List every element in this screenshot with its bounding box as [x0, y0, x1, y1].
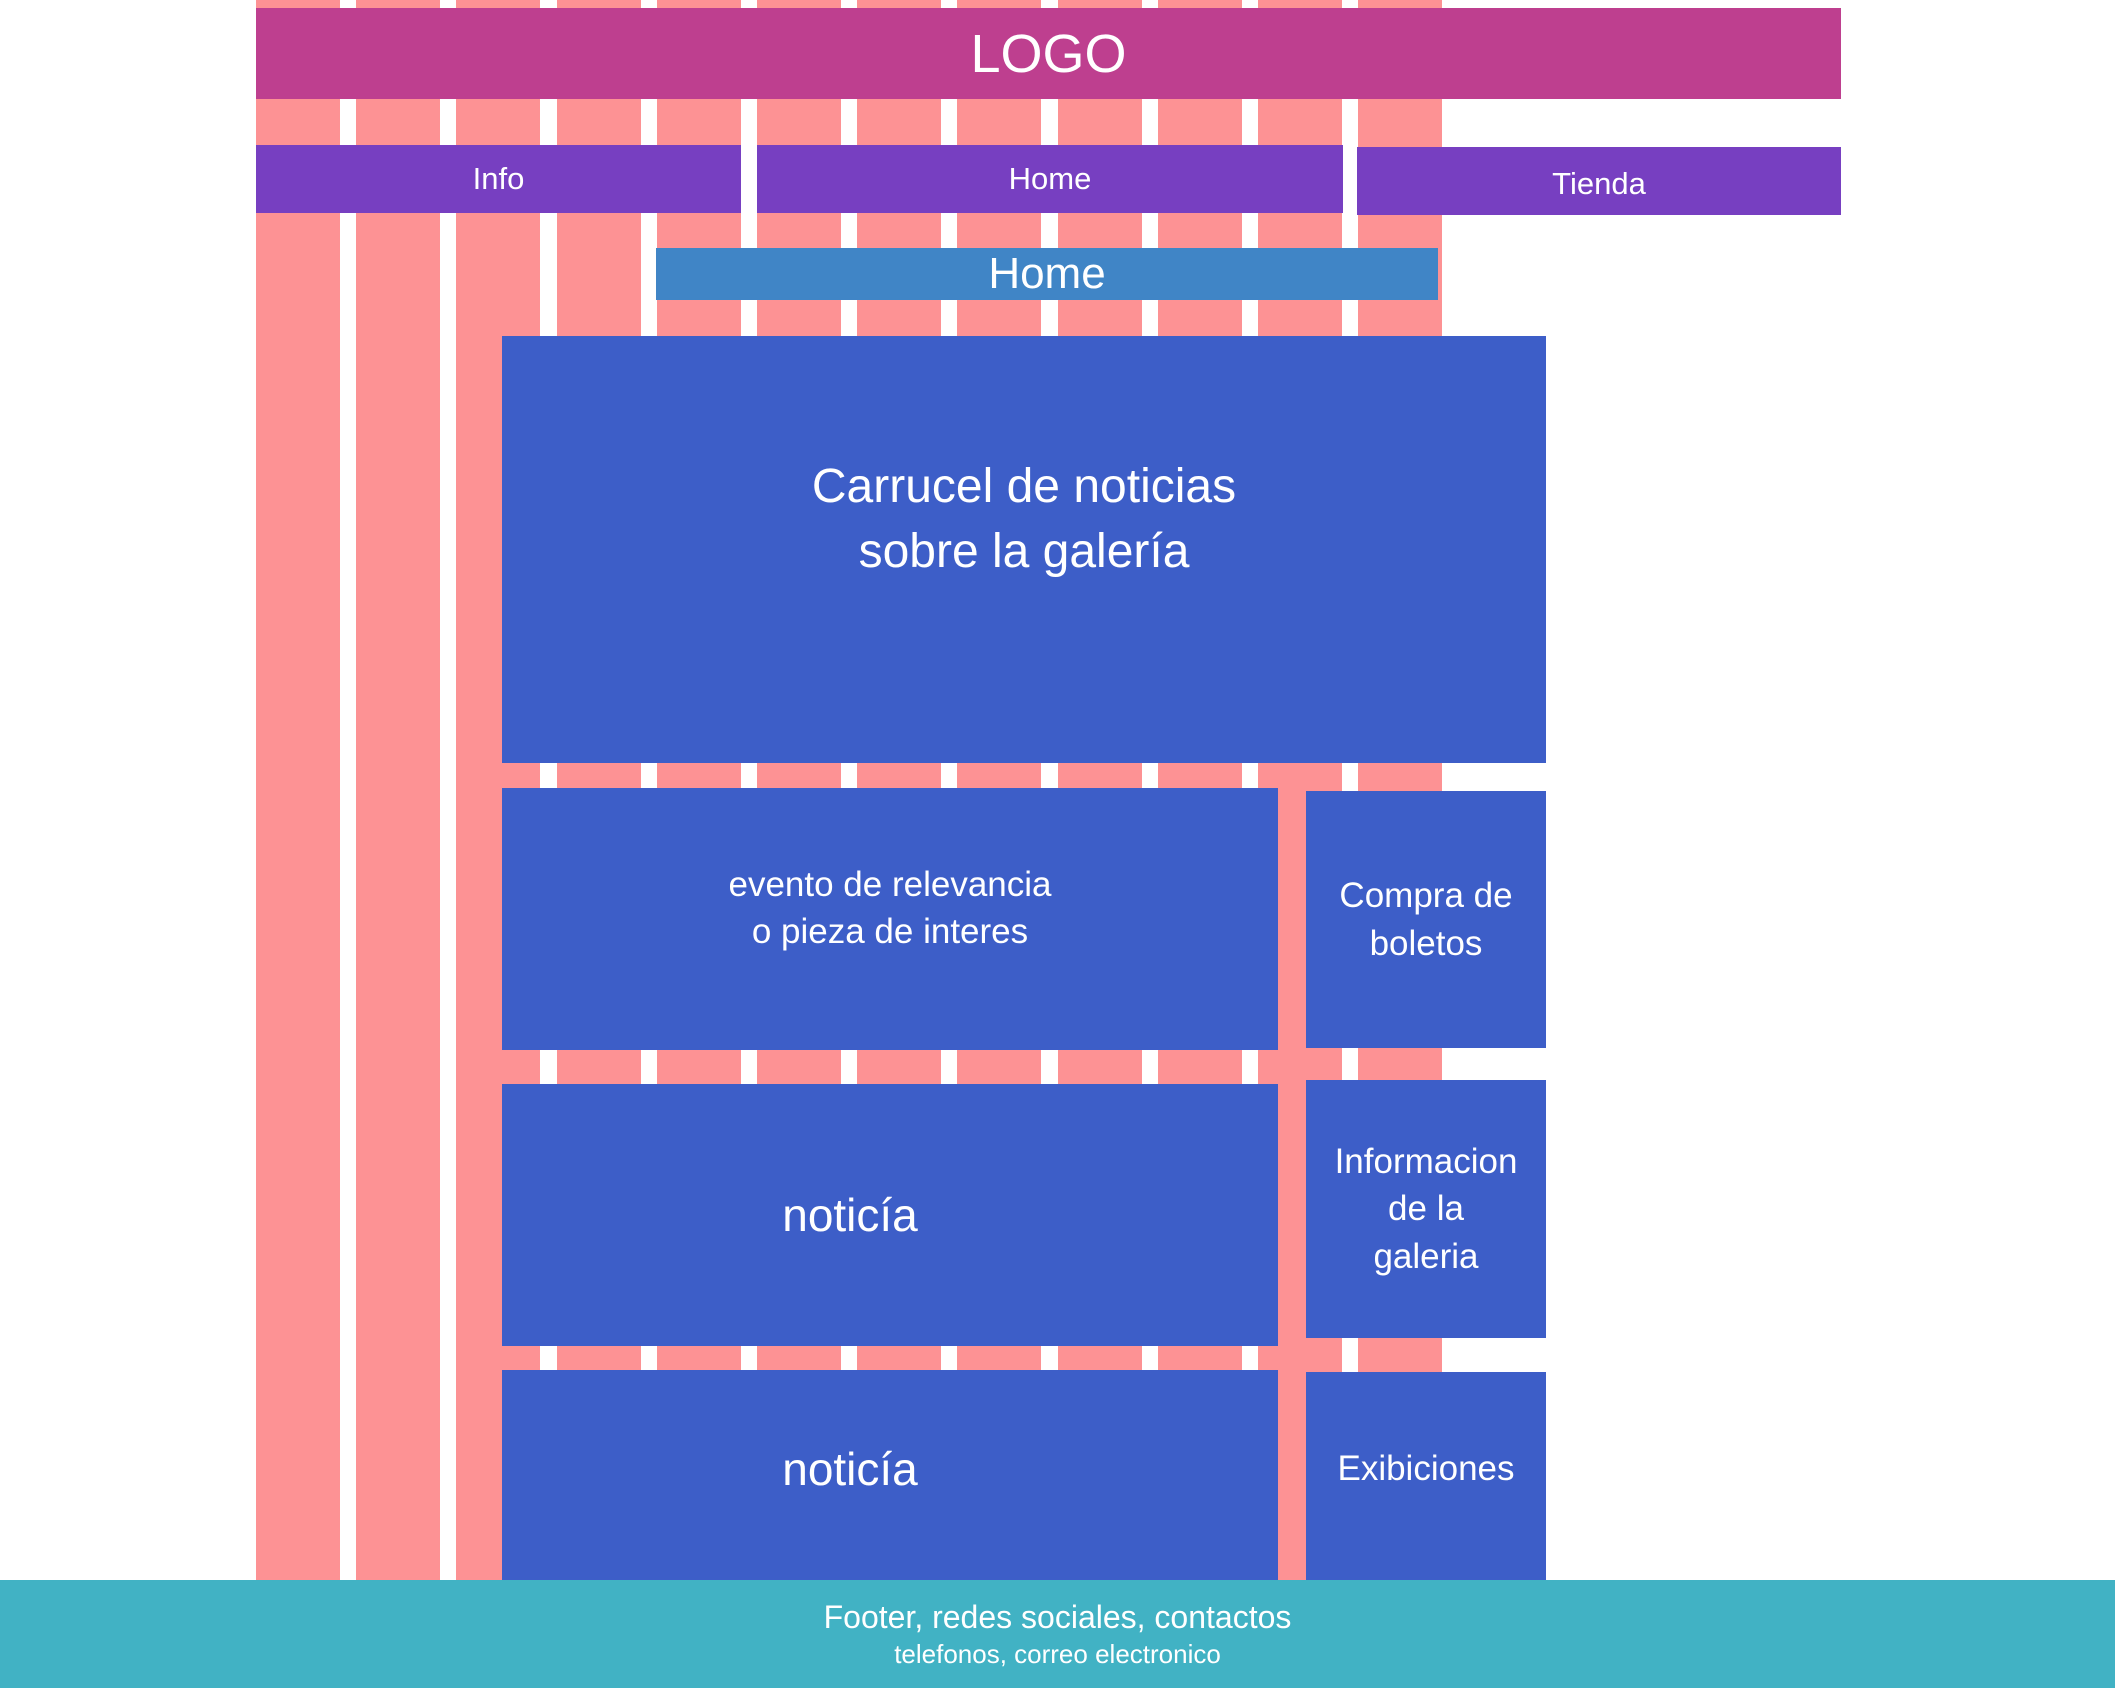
- footer-line-1: Footer, redes sociales, contactos: [823, 1599, 1292, 1635]
- news-block[interactable]: noticía: [502, 1084, 1278, 1346]
- gallery-info-line-3: galeria: [1373, 1236, 1479, 1276]
- featured-line-1: evento de relevancia: [728, 864, 1052, 904]
- grid-column: [1358, 0, 1442, 1580]
- news-block[interactable]: noticía: [502, 1370, 1278, 1580]
- featured-line-2: o pieza de interes: [751, 912, 1029, 951]
- page-title-text: Home: [988, 249, 1106, 298]
- exhibitions-block[interactable]: Exibiciones: [1306, 1372, 1546, 1580]
- carousel-line-2: sobre la galería: [858, 524, 1190, 578]
- nav-item-home[interactable]: Home: [757, 145, 1343, 213]
- grid-column: [256, 0, 340, 1580]
- logo-bar[interactable]: LOGO: [256, 8, 1841, 99]
- nav-item-label: Home: [1008, 161, 1092, 196]
- featured-event-block[interactable]: evento de relevancia o pieza de interes: [502, 788, 1278, 1050]
- carousel-line-1: Carrucel de noticias: [811, 459, 1237, 513]
- nav-item-label: Info: [472, 161, 525, 196]
- nav-item-tienda[interactable]: Tienda: [1357, 147, 1841, 215]
- nav-item-label: Tienda: [1552, 166, 1646, 201]
- grid-column: [356, 0, 440, 1580]
- tickets-line-2: boletos: [1369, 923, 1483, 963]
- tickets-line-1: Compra de: [1339, 876, 1513, 916]
- logo-text: LOGO: [970, 23, 1127, 84]
- ticket-purchase-block[interactable]: Compra de boletos: [1306, 791, 1546, 1048]
- nav-item-info[interactable]: Info: [256, 145, 741, 213]
- news-carousel[interactable]: Carrucel de noticias sobre la galería: [502, 336, 1546, 763]
- gallery-info-line-1: Informacion: [1334, 1142, 1518, 1182]
- footer: Footer, redes sociales, contactos telefo…: [0, 1580, 2115, 1688]
- news-label: noticía: [782, 1189, 918, 1241]
- gallery-info-line-2: de la: [1388, 1189, 1464, 1229]
- page-title: Home: [656, 248, 1438, 300]
- exhibitions-label: Exibiciones: [1337, 1449, 1515, 1488]
- news-label: noticía: [782, 1443, 918, 1495]
- gallery-info-block[interactable]: Informacion de la galeria: [1306, 1080, 1546, 1338]
- footer-line-2: telefonos, correo electronico: [894, 1639, 1221, 1669]
